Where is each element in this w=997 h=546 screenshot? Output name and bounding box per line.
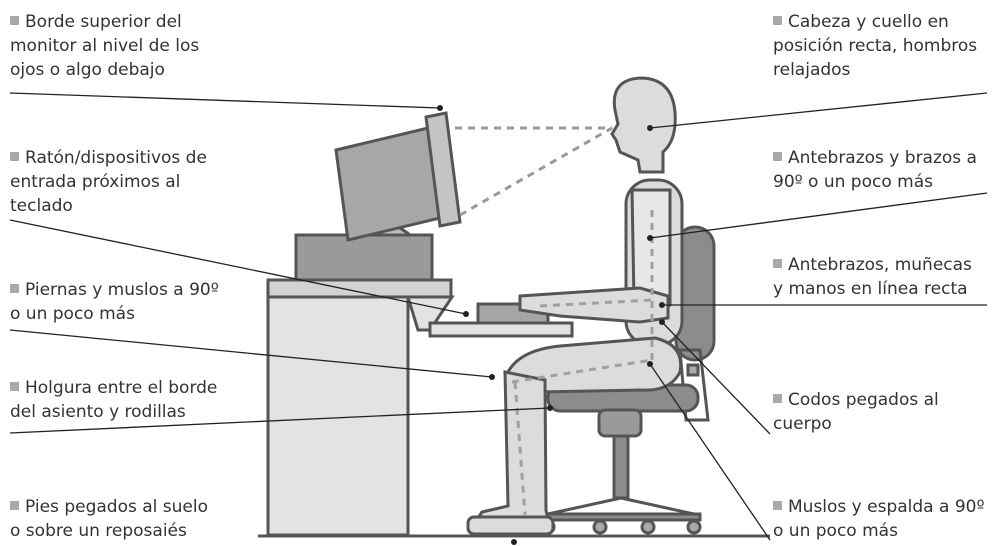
desk xyxy=(268,280,452,535)
square-bullet-icon xyxy=(10,152,19,161)
label-clearance: Holgura entre el borde del asiento y rod… xyxy=(10,376,260,424)
label-mouse: Ratón/dispositivos de entrada próximos a… xyxy=(10,146,242,218)
label-legs: Piernas y muslos a 90º o un poco más xyxy=(10,278,260,326)
label-feet: Pies pegados al suelo o sobre un reposai… xyxy=(10,495,260,543)
square-bullet-icon xyxy=(773,259,782,268)
square-bullet-icon xyxy=(773,394,782,403)
square-bullet-icon xyxy=(10,16,19,25)
eye-line xyxy=(455,128,612,215)
label-monitor: Borde superior del monitor al nivel de l… xyxy=(10,10,242,82)
label-forearms-arms: Antebrazos y brazos a 90º o un poco más xyxy=(773,146,995,194)
square-bullet-icon xyxy=(773,16,782,25)
square-bullet-icon xyxy=(773,152,782,161)
square-bullet-icon xyxy=(773,501,782,510)
square-bullet-icon xyxy=(10,382,19,391)
label-head: Cabeza y cuello en posición recta, hombr… xyxy=(773,10,995,82)
label-thighs-back: Muslos y espalda a 90º o un poco más xyxy=(773,495,995,543)
label-forearms-wrists: Antebrazos, muñecas y manos en línea rec… xyxy=(773,253,995,301)
label-elbows: Codos pegados al cuerpo xyxy=(773,388,995,436)
monitor xyxy=(296,113,460,280)
square-bullet-icon xyxy=(10,501,19,510)
square-bullet-icon xyxy=(10,284,19,293)
